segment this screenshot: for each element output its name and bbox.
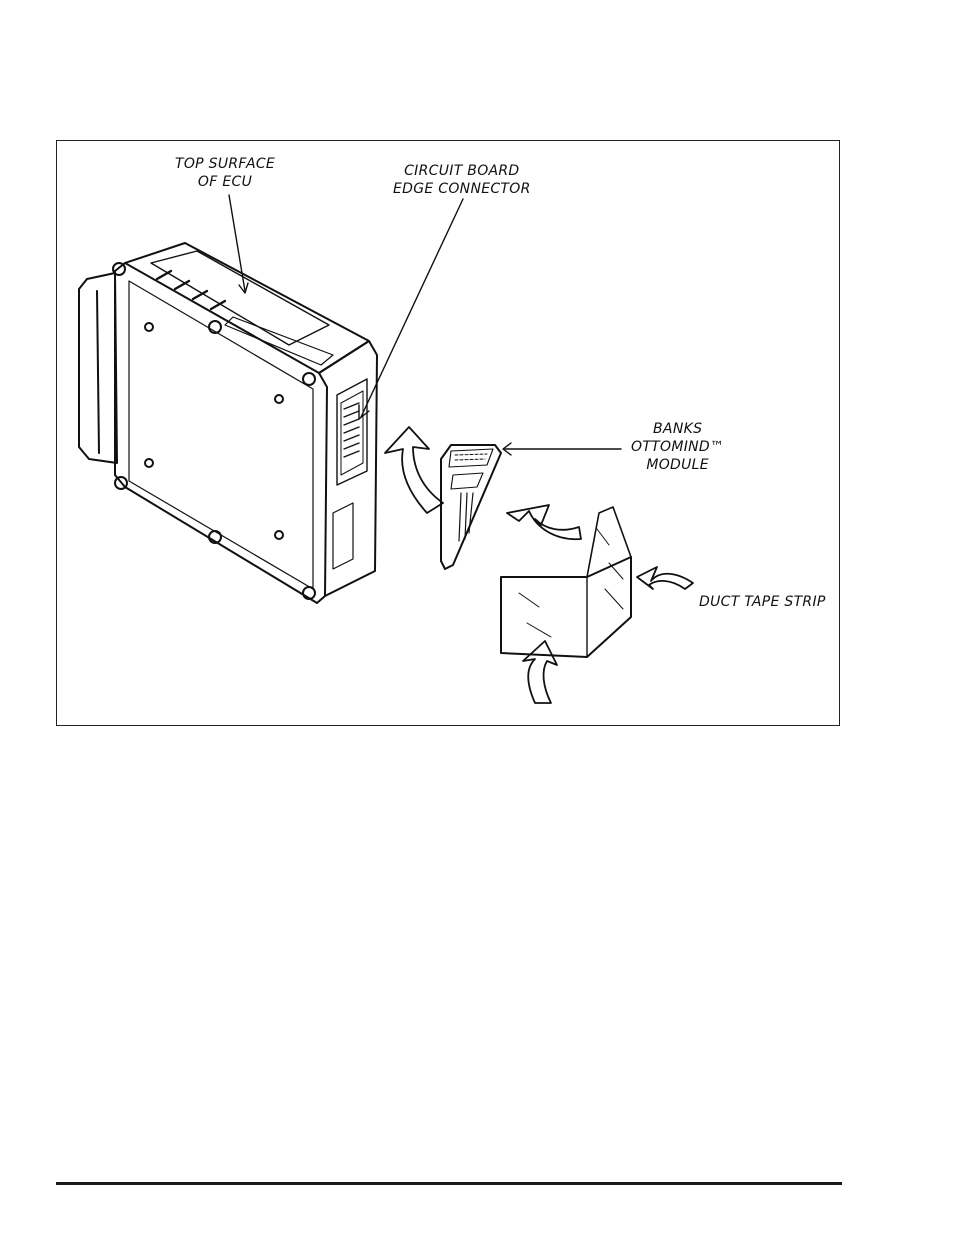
- label-line: OF ECU: [175, 173, 275, 191]
- footer-rule: [56, 1182, 842, 1185]
- label-line: EDGE CONNECTOR: [393, 180, 531, 198]
- label-banks-ottomind-module: BANKS OTTOMIND™ MODULE: [631, 420, 724, 474]
- label-top-surface-of-ecu: TOP SURFACE OF ECU: [175, 155, 275, 191]
- label-line: OTTOMIND™: [631, 438, 724, 456]
- label-circuit-board-edge-connector: CIRCUIT BOARD EDGE CONNECTOR: [393, 162, 531, 198]
- label-line: MODULE: [631, 456, 724, 474]
- ottomind-module: [441, 445, 501, 569]
- press-up-arrow-icon: [523, 641, 557, 703]
- insert-arrow-icon: [385, 427, 443, 513]
- ecu-housing: [79, 243, 377, 603]
- label-line: BANKS: [631, 420, 724, 438]
- press-right-arrow-icon: [637, 567, 693, 589]
- leader-top-surface: [229, 195, 245, 291]
- label-line: TOP SURFACE: [175, 155, 275, 173]
- label-line: CIRCUIT BOARD: [393, 162, 531, 180]
- label-line: DUCT TAPE STRIP: [699, 593, 826, 611]
- insert-module-arrow-icon: [507, 505, 581, 539]
- leader-edge-connector: [361, 199, 463, 417]
- label-duct-tape-strip: DUCT TAPE STRIP: [699, 593, 826, 611]
- figure-frame: TOP SURFACE OF ECU CIRCUIT BOARD EDGE CO…: [56, 140, 840, 726]
